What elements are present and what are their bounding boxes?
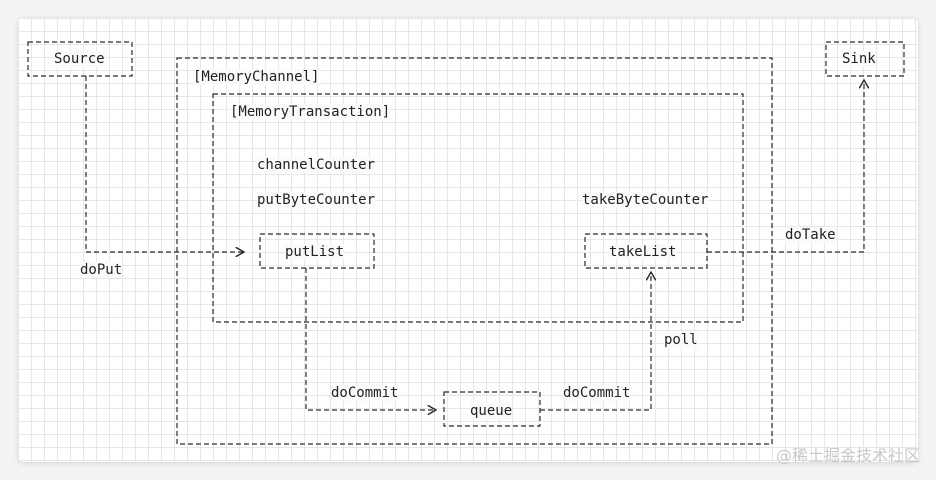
putlist-to-queue-arrow bbox=[305, 268, 436, 410]
take-list-box bbox=[584, 233, 708, 269]
sink-label: Sink bbox=[842, 51, 876, 67]
watermark: @稀土掘金技术社区 bbox=[775, 446, 920, 465]
source-box bbox=[27, 41, 133, 77]
do-commit-right-label: doCommit bbox=[563, 385, 631, 401]
channel-counter-label: channelCounter bbox=[257, 157, 376, 173]
diagram-canvas bbox=[18, 18, 918, 462]
takelist-to-sink-arrow bbox=[707, 80, 864, 253]
poll-label: poll bbox=[664, 332, 698, 348]
queue-box bbox=[443, 391, 541, 427]
memory-channel-label: [MemoryChannel] bbox=[193, 69, 320, 85]
put-byte-counter-label: putByteCounter bbox=[257, 192, 376, 208]
memory-channel-box bbox=[176, 57, 773, 445]
take-byte-counter-label: takeByteCounter bbox=[582, 192, 709, 208]
source-to-putlist-arrow bbox=[85, 76, 244, 252]
take-list-label: takeList bbox=[609, 244, 677, 260]
memory-transaction-box bbox=[212, 93, 744, 323]
do-take-label: doTake bbox=[785, 227, 836, 243]
queue-label: queue bbox=[470, 403, 513, 419]
do-commit-left-label: doCommit bbox=[331, 385, 399, 401]
queue-to-takelist-arrow bbox=[540, 272, 651, 411]
put-list-label: putList bbox=[285, 244, 345, 260]
source-label: Source bbox=[54, 51, 105, 67]
put-list-box bbox=[259, 233, 375, 269]
memory-transaction-label: [MemoryTransaction] bbox=[230, 104, 391, 120]
do-put-label: doPut bbox=[80, 262, 123, 278]
